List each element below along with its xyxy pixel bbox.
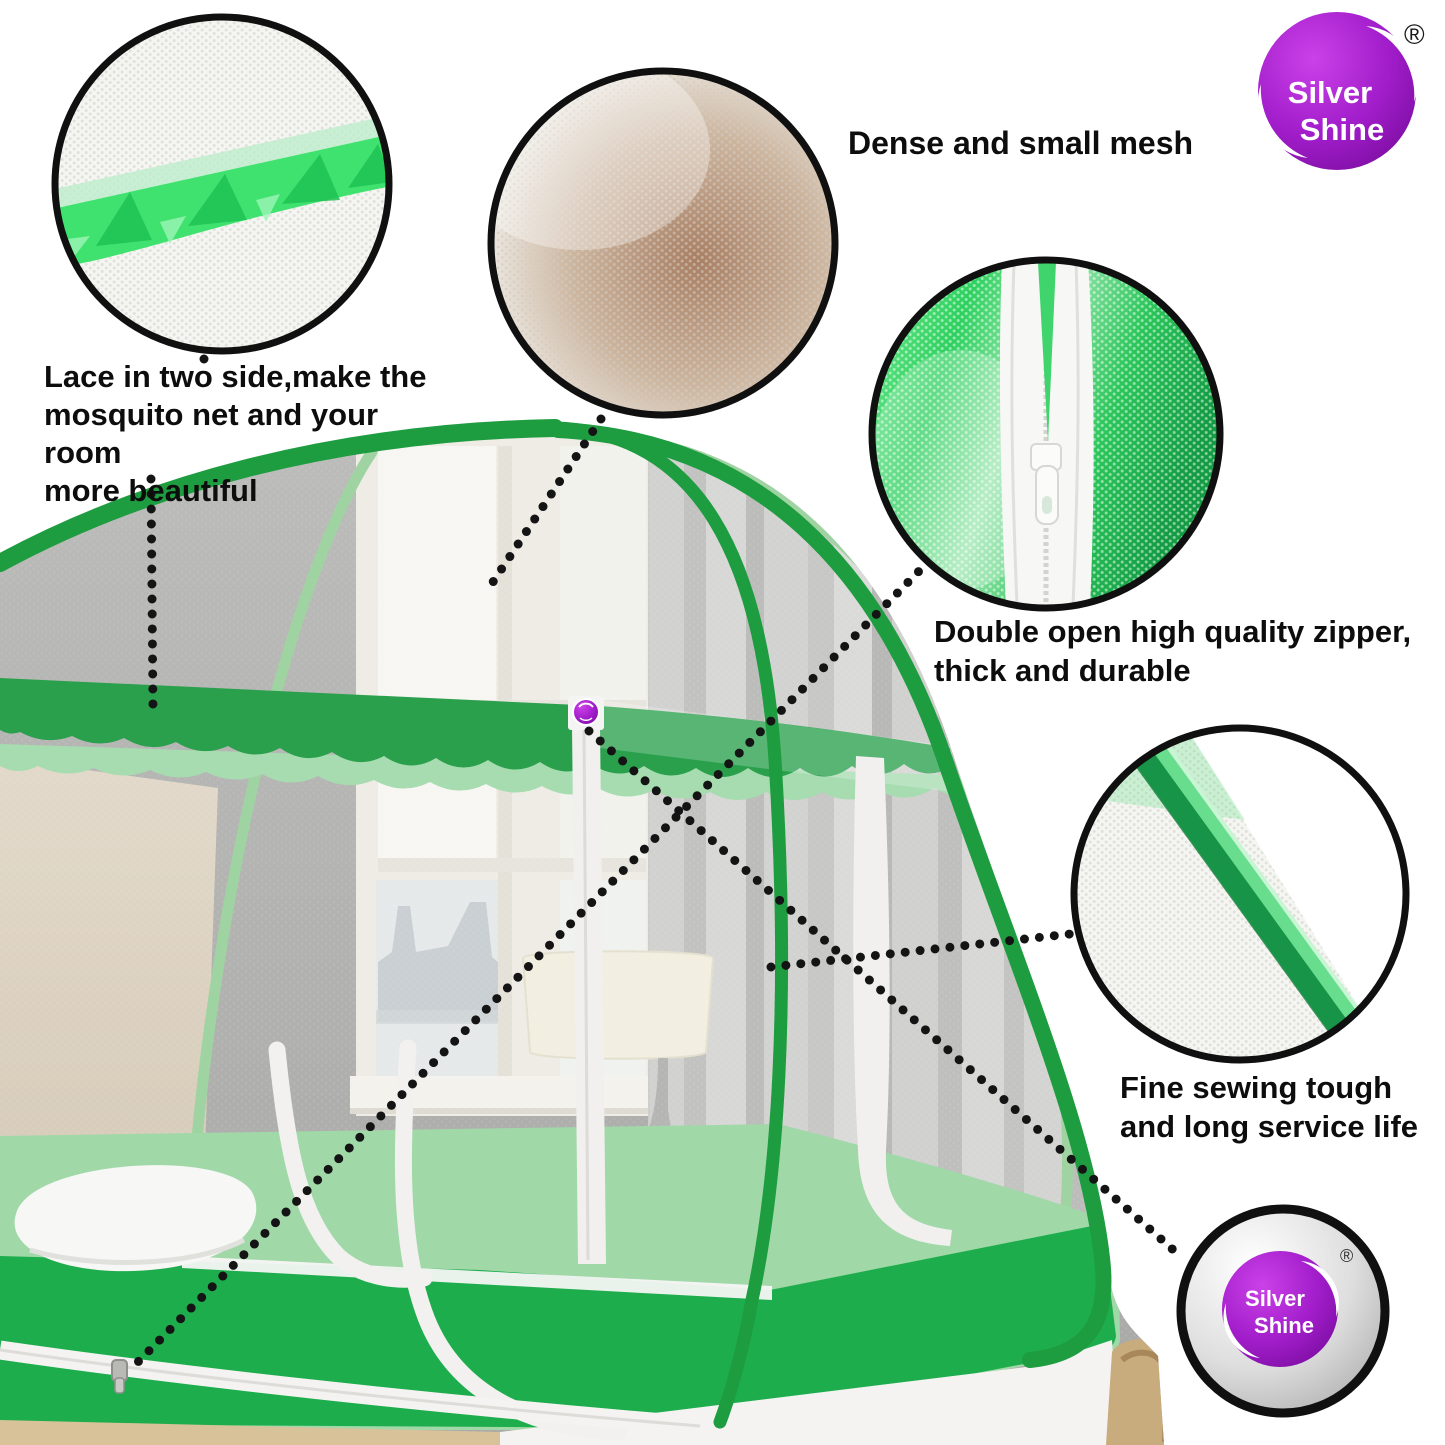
logo-swoosh-icon	[1301, 1261, 1339, 1317]
bottom-zipper-pull	[111, 1359, 128, 1394]
callout-circle-sewing	[1070, 724, 1410, 1064]
zipper-open-slit	[1038, 262, 1056, 442]
caption-mesh: Dense and small mesh	[848, 125, 1194, 161]
callout-circle-zipper	[868, 256, 1224, 612]
callout-circle-lace	[51, 13, 393, 355]
brand-word-silver: Silver	[1245, 1286, 1305, 1311]
valance-back	[0, 744, 987, 800]
net-front-poles	[0, 419, 1112, 1429]
callout-circle-mesh	[487, 67, 839, 419]
leader-line-lace	[146, 474, 158, 715]
logo-swoosh-icon	[1366, 26, 1418, 102]
brand-word-shine: Shine	[1254, 1313, 1314, 1338]
brand-word-shine: Shine	[1300, 112, 1384, 147]
caption-lace: Lace in two side,make the mosquito net a…	[44, 359, 427, 508]
caption-sewing: Fine sewing tough and long service life	[1120, 1070, 1419, 1144]
leader-line-sewing	[766, 929, 1075, 972]
logo-swoosh-icon	[1257, 84, 1308, 158]
pillow	[14, 1165, 257, 1272]
registered-mark: ®	[1404, 19, 1425, 50]
caption-zipper: Double open high quality zipper, thick a…	[934, 614, 1412, 688]
registered-mark: ®	[1340, 1246, 1353, 1266]
leader-line-mesh	[484, 414, 606, 593]
door-zipper-tapes	[0, 1039, 701, 1441]
logo-swoosh-icon	[1223, 1303, 1260, 1358]
zipper-slider	[1030, 443, 1062, 525]
brand-tag	[568, 696, 604, 730]
brand-logo-top: Silver Shine ®	[1257, 12, 1425, 170]
brand-logo-bottom: Silver Shine ®	[1176, 1204, 1390, 1418]
leader-line-zipper	[124, 556, 934, 1376]
net-straps	[572, 726, 952, 1264]
brand-word-silver: Silver	[1288, 75, 1372, 110]
valance-front	[0, 678, 952, 777]
bed-base-left	[0, 1420, 500, 1445]
leader-line-brand-tag	[584, 726, 1184, 1260]
